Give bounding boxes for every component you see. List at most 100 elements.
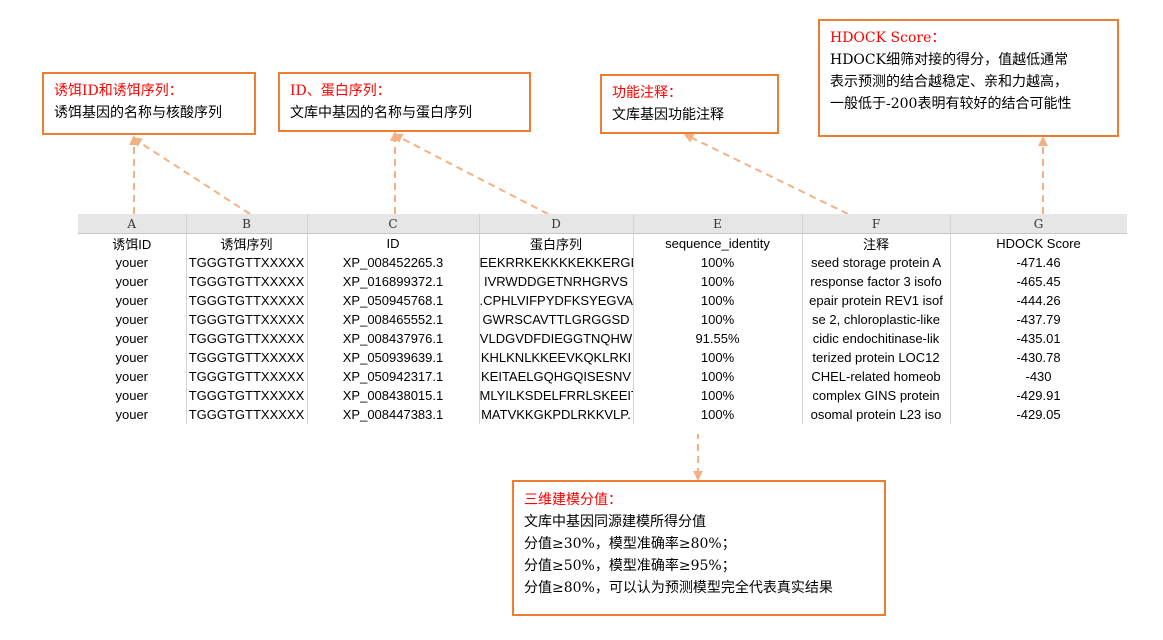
table-cell[interactable]: youer <box>78 253 187 272</box>
header-cell-hdock-score[interactable]: HDOCK Score <box>950 233 1127 253</box>
table-cell[interactable]: 100% <box>633 348 803 367</box>
table-cell[interactable]: TGGGTGTTXXXXX <box>186 348 308 367</box>
table-cell[interactable]: VLDGVDFDIEGGTNQHW <box>479 329 634 348</box>
callout-annotation-title: 功能注释： <box>612 85 682 101</box>
table-cell[interactable]: youer <box>78 272 187 291</box>
table-cell[interactable]: TGGGTGTTXXXXX <box>186 272 308 291</box>
table-cell[interactable]: -430.78 <box>950 348 1127 367</box>
table-cell[interactable]: 100% <box>633 272 803 291</box>
table-cell[interactable]: -444.26 <box>950 291 1127 310</box>
table-cell[interactable]: youer <box>78 348 187 367</box>
header-cell-bait-seq[interactable]: 诱饵序列 <box>186 233 308 253</box>
table-cell[interactable]: seed storage protein A <box>802 253 951 272</box>
callout-protein-title: ID、蛋白序列： <box>290 83 391 99</box>
table-cell[interactable]: XP_050942317.1 <box>307 367 480 386</box>
table-cell[interactable]: -435.01 <box>950 329 1127 348</box>
table-cell[interactable]: KEITAELGQHGQISESNV <box>479 367 634 386</box>
table-cell[interactable]: youer <box>78 329 187 348</box>
header-cell-protein-seq[interactable]: 蛋白序列 <box>479 233 634 253</box>
table-cell[interactable]: youer <box>78 367 187 386</box>
table-cell[interactable]: TGGGTGTTXXXXX <box>186 291 308 310</box>
table-cell[interactable]: TGGGTGTTXXXXX <box>186 405 308 424</box>
table-cell[interactable]: MATVKKGKPDLRKKVLP. <box>479 405 634 424</box>
table-cell[interactable]: XP_008438015.1 <box>307 386 480 405</box>
table-cell[interactable]: epair protein REV1 isof <box>802 291 951 310</box>
column-letter-c[interactable]: C <box>307 214 480 234</box>
column-letter-d[interactable]: D <box>479 214 634 234</box>
table-cell[interactable]: youer <box>78 291 187 310</box>
table-cell[interactable]: 100% <box>633 367 803 386</box>
header-cell-bait-id[interactable]: 诱饵ID <box>78 233 187 253</box>
connector-protein-d <box>392 133 549 215</box>
table-cell[interactable]: -471.46 <box>950 253 1127 272</box>
table-cell[interactable]: XP_050945768.1 <box>307 291 480 310</box>
header-cell-sequence-identity[interactable]: sequence_identity <box>633 233 803 253</box>
column-letter-e[interactable]: E <box>633 214 803 234</box>
table-cell[interactable]: TGGGTGTTXXXXX <box>186 329 308 348</box>
table-cell[interactable]: complex GINS protein <box>802 386 951 405</box>
table-cell[interactable]: TGGGTGTTXXXXX <box>186 310 308 329</box>
callout-annotation-line: 文库基因功能注释 <box>612 107 724 123</box>
callout-modeling: 三维建模分值： 文库中基因同源建模所得分值 分值≥30%，模型准确率≥80%； … <box>512 480 886 616</box>
callout-protein: ID、蛋白序列： 文库中基因的名称与蛋白序列 <box>278 72 531 132</box>
callout-modeling-line-1: 文库中基因同源建模所得分值 <box>524 514 706 530</box>
column-letter-g[interactable]: G <box>950 214 1127 234</box>
table-cell[interactable]: 91.55% <box>633 329 803 348</box>
table-cell[interactable]: -437.79 <box>950 310 1127 329</box>
table-cell[interactable]: XP_050939639.1 <box>307 348 480 367</box>
table-cell[interactable]: terized protein LOC12 <box>802 348 951 367</box>
table-cell[interactable]: CHEL-related homeob <box>802 367 951 386</box>
column-letter-a[interactable]: A <box>78 214 187 234</box>
table-cell[interactable]: GWRSCAVTTLGRGGSD <box>479 310 634 329</box>
table-cell[interactable]: EEKRRKEKKKKEKKERGI <box>479 253 634 272</box>
column-letter-b[interactable]: B <box>186 214 308 234</box>
header-cell-id[interactable]: ID <box>307 233 480 253</box>
table-cell[interactable]: MLYILKSDELFRRLSKEEIT <box>479 386 634 405</box>
connector-bait-b <box>131 137 251 215</box>
table-cell[interactable]: XP_008437976.1 <box>307 329 480 348</box>
table-cell[interactable]: -465.45 <box>950 272 1127 291</box>
table-cell[interactable]: 100% <box>633 291 803 310</box>
table-cell[interactable]: youer <box>78 405 187 424</box>
table-cell[interactable]: response factor 3 isofo <box>802 272 951 291</box>
table-cell[interactable]: TGGGTGTTXXXXX <box>186 253 308 272</box>
callout-bait-line: 诱饵基因的名称与核酸序列 <box>54 105 222 121</box>
table-cell[interactable]: 100% <box>633 310 803 329</box>
spreadsheet: A B C D E F G 诱饵ID 诱饵序列 ID 蛋白序列 sequence… <box>78 214 1127 434</box>
table-cell[interactable]: se 2, chloroplastic-like <box>802 310 951 329</box>
table-cell[interactable]: XP_008465552.1 <box>307 310 480 329</box>
callout-hdock-line-1: HDOCK细筛对接的得分，值越低通常 <box>830 52 1069 68</box>
table-cell[interactable]: -429.05 <box>950 405 1127 424</box>
table-cell[interactable]: 100% <box>633 253 803 272</box>
table-cell[interactable]: -430 <box>950 367 1127 386</box>
table-cell[interactable]: TGGGTGTTXXXXX <box>186 386 308 405</box>
table-cell[interactable]: XP_016899372.1 <box>307 272 480 291</box>
table-cell[interactable]: -429.91 <box>950 386 1127 405</box>
table-cell[interactable]: youer <box>78 386 187 405</box>
table-cell[interactable]: cidic endochitinase-lik <box>802 329 951 348</box>
table-cell[interactable]: 100% <box>633 405 803 424</box>
table-cell[interactable]: 100% <box>633 386 803 405</box>
table-cell[interactable]: youer <box>78 310 187 329</box>
table-cell[interactable]: .CPHLVIFPYDFKSYEGVA <box>479 291 634 310</box>
callout-hdock: HDOCK Score： HDOCK细筛对接的得分，值越低通常 表示预测的结合越… <box>818 19 1119 137</box>
callout-modeling-title: 三维建模分值： <box>524 492 622 508</box>
table-cell[interactable]: KHLKNLKKEEVKQKLRKI <box>479 348 634 367</box>
header-cell-annotation[interactable]: 注释 <box>802 233 951 253</box>
table-cell[interactable]: IVRWDDGETNRHGRVS <box>479 272 634 291</box>
callout-hdock-line-3: 一般低于-200表明有较好的结合可能性 <box>830 96 1072 112</box>
table-cell[interactable]: XP_008447383.1 <box>307 405 480 424</box>
callout-hdock-line-2: 表示预测的结合越稳定、亲和力越高， <box>830 74 1068 90</box>
table-cell[interactable]: XP_008452265.3 <box>307 253 480 272</box>
table-cell[interactable]: TGGGTGTTXXXXX <box>186 367 308 386</box>
callout-modeling-line-2: 分值≥30%，模型准确率≥80%； <box>524 536 736 552</box>
column-letter-f[interactable]: F <box>802 214 951 234</box>
table-cell[interactable]: osomal protein L23 iso <box>802 405 951 424</box>
